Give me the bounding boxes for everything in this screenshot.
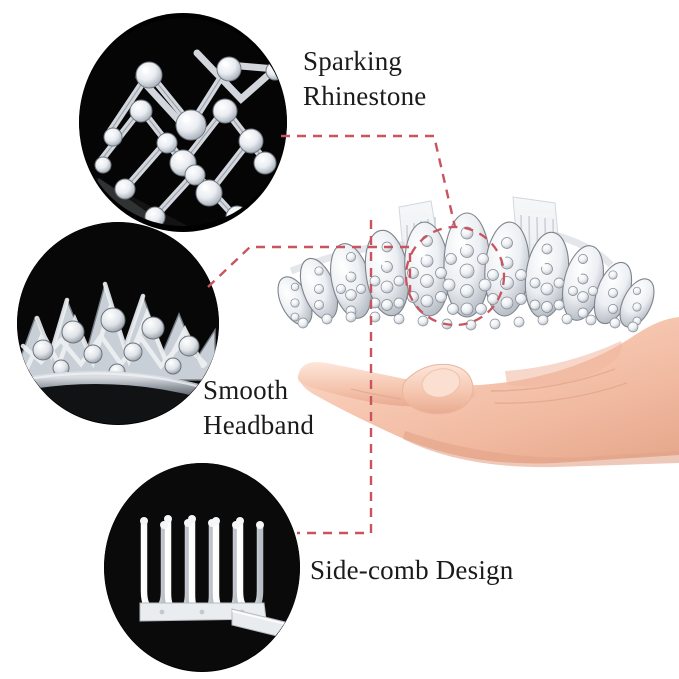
side-comb-macro-photo <box>104 463 300 671</box>
tiara-crown <box>277 212 655 333</box>
detail-circle-sidecomb <box>104 463 300 672</box>
detail-circle-headband <box>17 222 219 425</box>
hand-graphic <box>297 317 679 468</box>
detail-circle-rhinestone <box>79 13 287 232</box>
feature-label-headband: Smooth Headband <box>203 375 315 440</box>
feature-label-rhinestone: Sparking Rhinestone <box>303 46 427 111</box>
feature-label-sidecomb: Side-comb Design <box>310 555 514 585</box>
hero-product-photo <box>255 185 679 475</box>
rhinestone-macro-photo <box>79 18 287 226</box>
headband-macro-photo <box>17 222 219 424</box>
hand-holding-tiara-photo <box>277 196 679 468</box>
